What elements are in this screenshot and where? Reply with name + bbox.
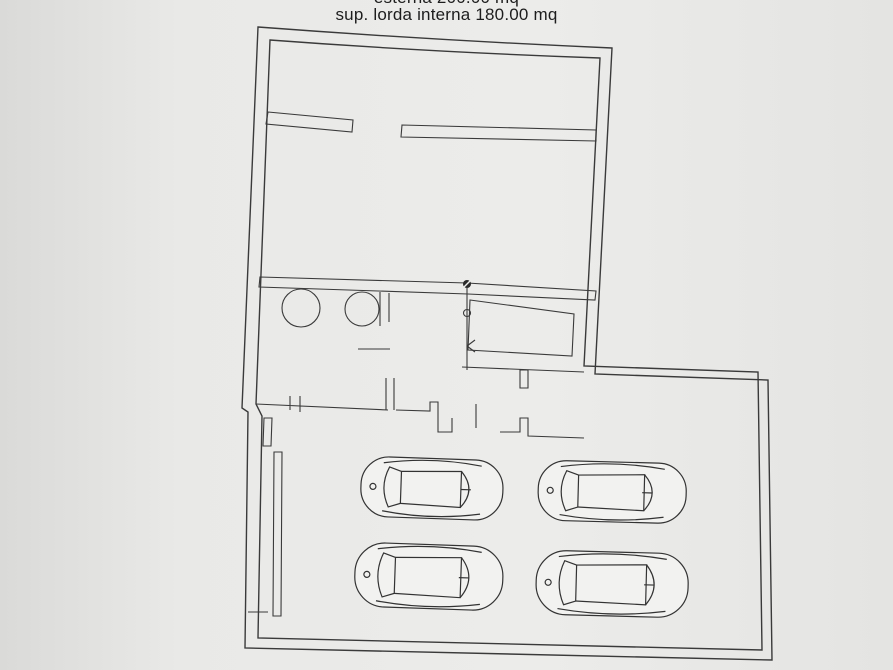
car-1 bbox=[360, 456, 504, 521]
area-caption: sup. lorda interna 180.00 mq bbox=[335, 5, 558, 24]
upper-partitions bbox=[265, 111, 597, 142]
building-outline bbox=[241, 26, 773, 661]
garage-columns bbox=[248, 417, 283, 617]
car-4 bbox=[535, 550, 689, 618]
car-2 bbox=[537, 460, 687, 524]
tank-right bbox=[344, 291, 380, 327]
parking-cars bbox=[354, 456, 689, 618]
car-3 bbox=[354, 542, 504, 611]
mid-wall bbox=[258, 276, 597, 301]
cut-off-caption: esterna 200.00 mq bbox=[0, 0, 893, 8]
staircase bbox=[462, 280, 575, 370]
tank-left bbox=[281, 288, 321, 328]
utility-room bbox=[255, 288, 585, 439]
